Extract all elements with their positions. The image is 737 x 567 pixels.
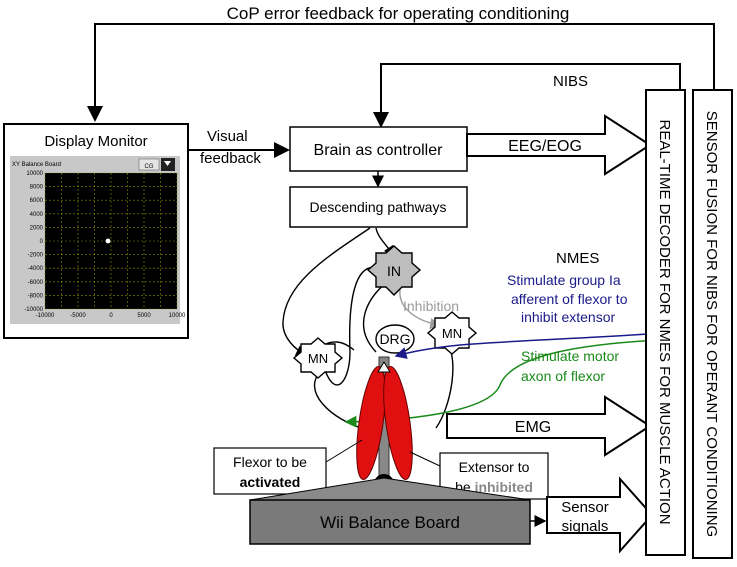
x-tick-label: -10000 — [36, 313, 55, 319]
stim-motor-path: Stimulate motor axon of flexor — [344, 339, 661, 428]
eeg-label: EEG/EOG — [508, 138, 582, 155]
descending-pathways: Descending pathways — [289, 186, 468, 228]
stim-ia-path: Stimulate group Ia afferent of flexor to… — [394, 272, 661, 359]
cg-label: CG — [145, 164, 154, 170]
sensor-line2: signals — [562, 518, 609, 535]
cop-feedback-label: CoP error feedback for operating conditi… — [227, 4, 570, 23]
flexor-line1: Flexor to be — [233, 454, 307, 470]
visual-feedback: Visual feedback — [188, 128, 290, 167]
flexor-muscle — [356, 366, 386, 480]
stim-ia-line3: inhibit extensor — [521, 309, 616, 325]
mn-right-label: MN — [442, 326, 462, 341]
display-monitor-title: Display Monitor — [44, 133, 147, 150]
x-tick-label: 10000 — [169, 313, 186, 319]
cg-point — [105, 238, 111, 244]
motor-neuron-flexor: MN — [292, 337, 344, 379]
xy-panel-title: XY Balance Board — [12, 162, 61, 168]
wii-balance-board: Wii Balance Board — [249, 477, 531, 545]
y-tick-label: -4000 — [28, 266, 44, 272]
y-tick-label: 2000 — [30, 225, 44, 231]
y-tick-label: -8000 — [28, 293, 44, 299]
y-tick-label: 0 — [40, 239, 44, 245]
stim-motor-line2: axon of flexor — [521, 368, 605, 384]
nibs-label: NIBS — [553, 73, 588, 90]
sensor-line1: Sensor — [561, 499, 609, 516]
drg: DRG — [375, 324, 415, 354]
extensor-muscle — [383, 366, 413, 480]
fusion-box: SENSOR FUSION FOR NIBS FOR OPERANT CONDI… — [692, 89, 733, 559]
stim-ia-line1: Stimulate group Ia — [507, 272, 621, 288]
y-tick-label: -2000 — [28, 253, 44, 259]
cop-feedback-loop: CoP error feedback for operating conditi… — [87, 4, 715, 122]
flexor-line2: activated — [240, 474, 301, 490]
display-monitor: Display Monitor XY Balance Board CG 1000… — [3, 123, 189, 339]
descending-label: Descending pathways — [310, 199, 447, 215]
eeg-arrow: EEG/EOG — [466, 114, 652, 176]
mn-left-label: MN — [308, 351, 328, 366]
y-tick-label: 4000 — [30, 212, 44, 218]
brain-label: Brain as controller — [314, 142, 444, 159]
x-tick-label: -5000 — [70, 313, 86, 319]
flexor-callout: Flexor to be activated — [213, 439, 363, 495]
y-tick-label: 8000 — [30, 185, 44, 191]
decoder-label: REAL-TIME DECODER FOR NMES FOR MUSCLE AC… — [656, 119, 673, 524]
emg-label: EMG — [515, 419, 551, 436]
brain-controller: Brain as controller — [289, 126, 468, 188]
x-tick-label: 5000 — [137, 313, 151, 319]
fusion-label: SENSOR FUSION FOR NIBS FOR OPERANT CONDI… — [703, 111, 720, 537]
emg-arrow: EMG — [446, 395, 652, 457]
interneuron: IN — [366, 245, 422, 296]
extensor-line1: Extensor to — [459, 459, 530, 475]
y-tick-label: -6000 — [28, 280, 44, 286]
nibs-loop: NIBS — [373, 63, 681, 128]
wii-label: Wii Balance Board — [320, 513, 460, 532]
drg-label: DRG — [379, 331, 410, 347]
stim-motor-line1: Stimulate motor — [521, 348, 619, 364]
inhibition-label: Inhibition — [403, 298, 459, 314]
sensor-arrow: Sensor signals — [530, 476, 654, 554]
nmes-label: NMES — [556, 250, 599, 267]
feedback-label: feedback — [200, 150, 261, 167]
decoder-box: REAL-TIME DECODER FOR NMES FOR MUSCLE AC… — [645, 89, 686, 556]
visual-label: Visual — [207, 128, 248, 145]
muscle-leg — [356, 356, 413, 494]
stim-ia-line2: afferent of flexor to — [511, 291, 628, 307]
motor-neuron-extensor: MN — [426, 311, 478, 355]
x-tick-label: 0 — [109, 313, 113, 319]
y-tick-label: 10000 — [26, 171, 43, 177]
y-tick-label: 6000 — [30, 198, 44, 204]
in-label: IN — [387, 263, 401, 279]
y-tick-label: -10000 — [24, 307, 43, 313]
dropdown-icon — [164, 161, 171, 166]
